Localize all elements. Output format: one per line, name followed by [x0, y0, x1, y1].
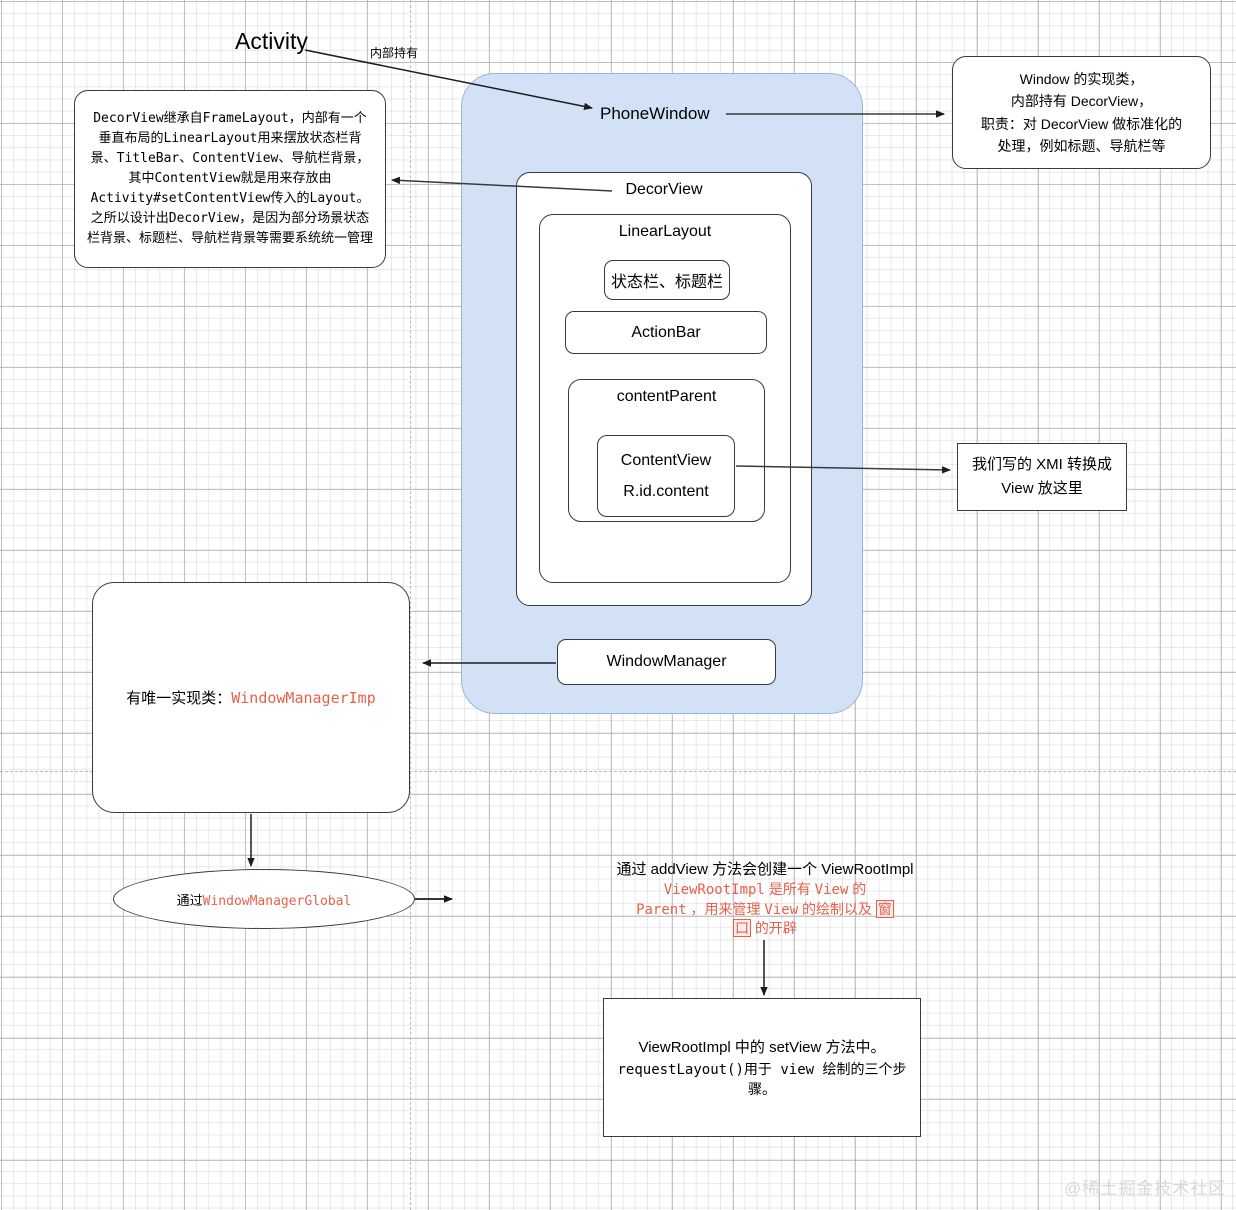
page-break-horizontal [0, 771, 1236, 772]
statusbar-titlebar-label: 状态栏、标题栏 [610, 274, 723, 291]
contentview-id-label: R.id.content [623, 482, 709, 500]
setview-line2: requestLayout()用于 view 绘制的三个步骤。 [617, 1062, 907, 1098]
decorview-note[interactable]: DecorView继承自FrameLayout，内部有一个垂直布局的Linear… [74, 90, 386, 268]
windowmanagerglobal-ellipse[interactable]: 通过WindowManagerGlobal [113, 869, 415, 929]
activity-title: Activity [235, 28, 308, 54]
actionbar-box[interactable]: ActionBar [565, 311, 767, 354]
contentview-label: ContentView [620, 451, 712, 469]
contentparent-label: contentParent [616, 388, 717, 405]
contentview-note-text: 我们写的 XMI 转换成 View 放这里 [971, 456, 1112, 497]
vri-highlight-kou: 口 [733, 919, 752, 938]
wm-global-prefix: 通过 [176, 892, 203, 908]
windowmanagerimpl-text: 有唯一实现类：WindowManagerImp [126, 687, 376, 708]
viewrootimpl-note-line2: ViewRootImpl 是所有 View 的 [590, 880, 940, 900]
phonewindow-note-text: Window 的实现类， 内部持有 DecorView， 职责：对 DecorV… [980, 70, 1183, 154]
decorview-label: DecorView [625, 181, 703, 198]
windowmanager-label: WindowManager [606, 653, 727, 670]
vri-text-4b: 的开辟 [751, 920, 797, 937]
decorview-note-text: DecorView继承自FrameLayout，内部有一个垂直布局的Linear… [87, 110, 374, 247]
vri-token-viewrootimpl: ViewRootImpl [663, 881, 765, 898]
vri-text-3d: 的绘制以及 [798, 900, 876, 917]
phonewindow-note[interactable]: Window 的实现类， 内部持有 DecorView， 职责：对 DecorV… [952, 56, 1211, 169]
viewrootimpl-note-line4: 口 的开辟 [590, 919, 940, 938]
windowmanager-box[interactable]: WindowManager [557, 639, 776, 685]
vri-token-view-1: View [814, 881, 849, 898]
page-break-vertical [410, 0, 411, 1210]
edge-label-inner-hold: 内部持有 [370, 46, 419, 60]
vri-token-parent: Parent [636, 901, 687, 918]
viewrootimpl-setview-box[interactable]: ViewRootImpl 中的 setView 方法中。 requestLayo… [603, 998, 921, 1137]
viewrootimpl-note-line3: Parent ，用来管理 View 的绘制以及 窗 [590, 899, 940, 920]
windowmanagerimpl-box[interactable]: 有唯一实现类：WindowManagerImp [92, 582, 410, 813]
vri-text-3b: ，用来管理 [686, 900, 765, 917]
wm-impl-prefix: 有唯一实现类： [126, 690, 232, 707]
linearlayout-label: LinearLayout [618, 223, 712, 240]
contentview-box[interactable]: ContentView R.id.content [597, 435, 735, 517]
statusbar-titlebar-box[interactable]: 状态栏、标题栏 [604, 260, 730, 300]
actionbar-label: ActionBar [631, 323, 701, 341]
vri-token-view-2: View [764, 901, 799, 918]
setview-line1: ViewRootImpl 中的 setView 方法中。 [638, 1039, 886, 1056]
vri-text-d: 的 [848, 880, 867, 897]
wm-impl-classname: WindowManagerImp [231, 689, 376, 707]
wm-global-classname: WindowManagerGlobal [202, 893, 352, 909]
viewrootimpl-note: 通过 addView 方法会创建一个 ViewRootImpl ViewRoot… [590, 860, 940, 938]
wm-global-text: 通过WindowManagerGlobal [177, 890, 352, 909]
phonewindow-label: PhoneWindow [600, 104, 710, 123]
vri-highlight-chuang: 窗 [875, 899, 894, 918]
vri-text-b: 是所有 [764, 880, 815, 897]
watermark: @稀土掘金技术社区 [1064, 1179, 1227, 1198]
contentview-note[interactable]: 我们写的 XMI 转换成 View 放这里 [957, 443, 1127, 511]
viewrootimpl-note-line1: 通过 addView 方法会创建一个 ViewRootImpl [616, 861, 914, 878]
